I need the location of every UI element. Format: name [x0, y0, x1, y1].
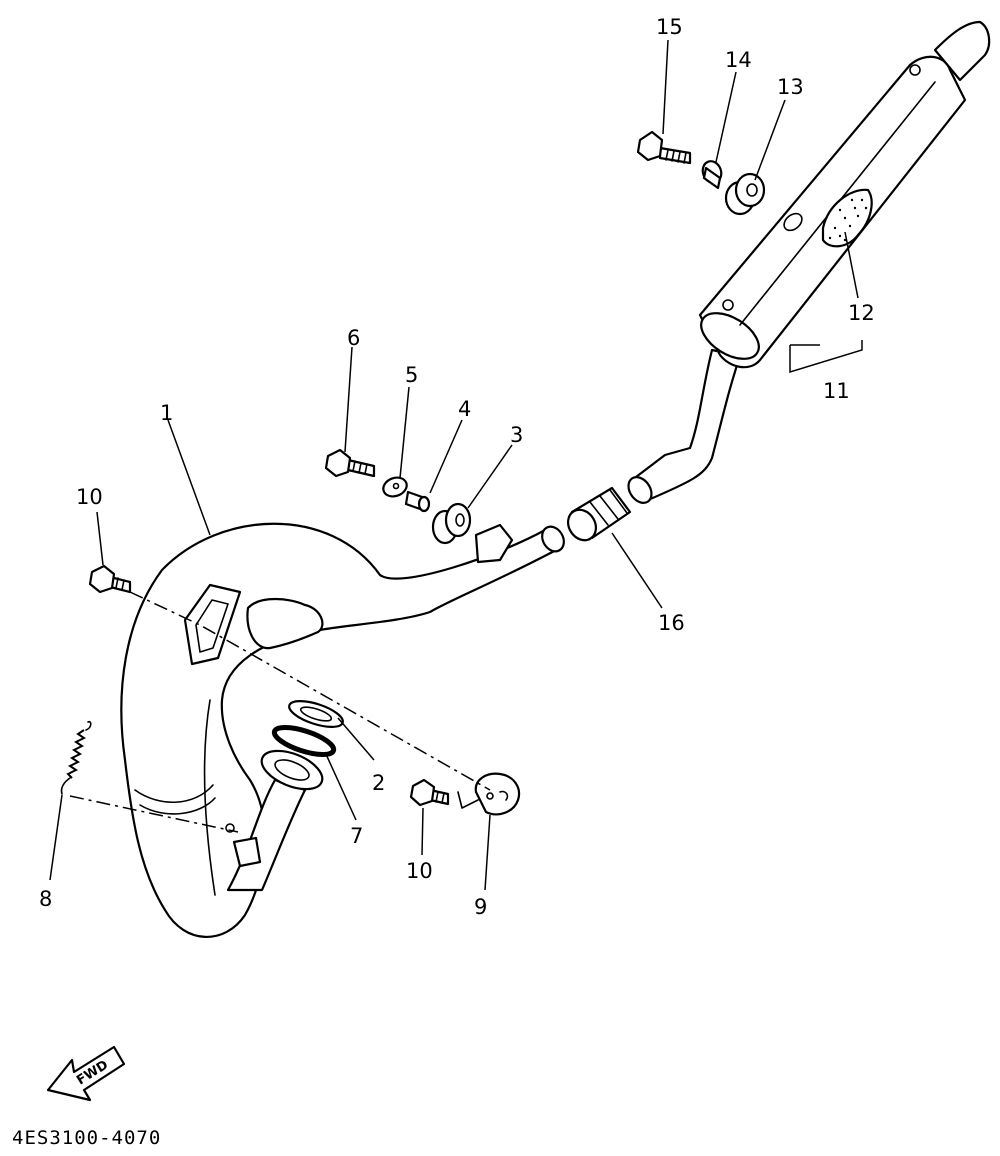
bolt-pipe-mount[interactable] — [324, 448, 376, 478]
leader-lines — [49, 39, 863, 891]
damper-pipe-mount[interactable] — [431, 502, 472, 545]
callout-10-lower: 10 — [406, 859, 433, 883]
callout-11: 11 — [823, 379, 850, 403]
callout-6: 6 — [347, 326, 360, 350]
callout-2: 2 — [372, 771, 385, 795]
washer[interactable] — [381, 474, 410, 499]
callout-5: 5 — [405, 363, 418, 387]
callout-labels: 1 2 3 4 5 6 7 8 9 10 10 11 12 13 14 15 1… — [39, 15, 875, 919]
centerline-bracket — [129, 591, 491, 791]
callout-1: 1 — [160, 401, 173, 425]
collar-pipe-mount[interactable] — [404, 490, 431, 513]
bolt-silencer[interactable] — [636, 130, 692, 165]
joint-sleeve[interactable] — [562, 486, 632, 545]
callout-4: 4 — [458, 397, 471, 421]
exhaust-pipe[interactable] — [120, 522, 568, 938]
damper-silencer[interactable] — [724, 172, 766, 216]
callout-12: 12 — [848, 301, 875, 325]
bolt-bracket-lower[interactable] — [409, 778, 450, 807]
callout-13: 13 — [777, 75, 804, 99]
diagram-code: 4ES3100-4070 — [12, 1127, 161, 1149]
fwd-arrow-icon: FWD — [46, 1045, 126, 1102]
callout-9: 9 — [474, 895, 487, 919]
callout-14: 14 — [725, 48, 752, 72]
callout-16: 16 — [658, 611, 685, 635]
silencer[interactable] — [624, 20, 991, 507]
callout-3: 3 — [510, 423, 523, 447]
gasket[interactable] — [286, 696, 345, 732]
spring[interactable] — [60, 720, 92, 795]
bolt-bracket-upper[interactable] — [88, 564, 132, 594]
callout-10-upper: 10 — [76, 485, 103, 509]
collar-silencer[interactable] — [700, 159, 724, 190]
callout-15: 15 — [656, 15, 683, 39]
bracket-plate[interactable] — [457, 772, 521, 816]
centerline-spring — [69, 795, 239, 833]
callout-7: 7 — [350, 824, 363, 848]
o-ring[interactable] — [271, 722, 337, 760]
silencer-label[interactable] — [821, 188, 873, 248]
callout-8: 8 — [39, 887, 52, 911]
